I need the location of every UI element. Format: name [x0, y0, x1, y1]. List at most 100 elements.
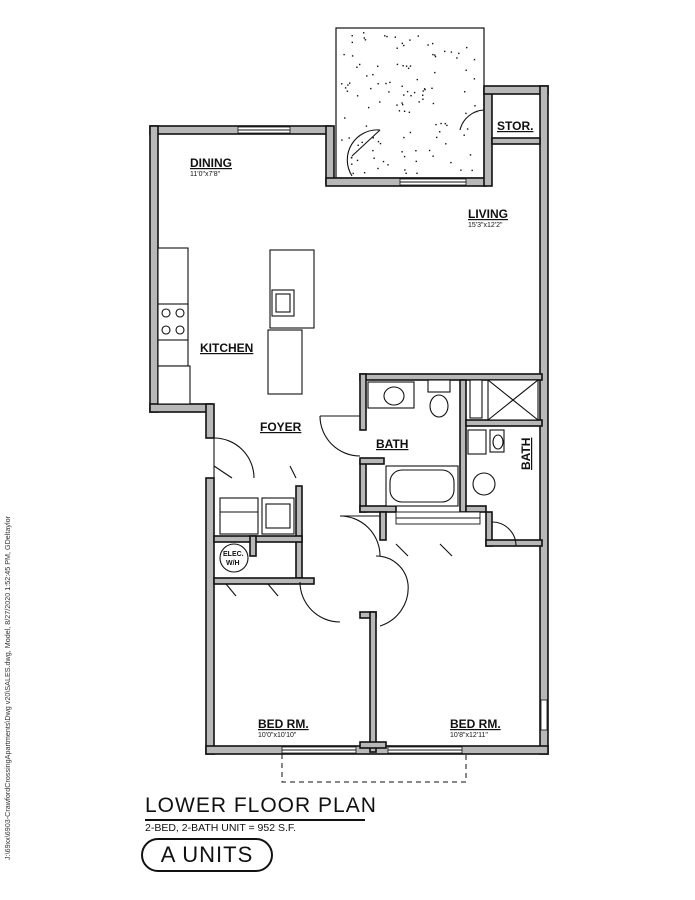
patio-speckle: [402, 65, 404, 67]
patio-speckle: [341, 83, 343, 85]
patio-speckle: [363, 172, 366, 174]
patio-speckle: [386, 35, 388, 38]
patio-speckle: [401, 102, 403, 104]
patio-speckle: [388, 91, 390, 93]
patio-speckle: [389, 81, 391, 84]
patio-speckle: [469, 154, 472, 156]
patio-speckle: [435, 123, 437, 126]
patio-speckle: [394, 36, 396, 38]
patio-speckle: [401, 151, 403, 153]
file-path-stamp: J:\69xx\6903-CrawfordCrossingApartments\…: [3, 516, 12, 860]
patio-speckle: [450, 51, 453, 53]
windows: [237, 126, 548, 754]
patio-speckle: [344, 117, 346, 119]
patio-speckle: [463, 134, 465, 136]
patio-speckle: [343, 53, 345, 56]
patio-speckle: [363, 37, 365, 39]
patio-speckle: [458, 52, 460, 55]
patio-speckle: [465, 112, 467, 115]
dim-bedroom-1: 10'0"x10'10": [258, 732, 297, 739]
patio-speckle: [356, 95, 359, 97]
patio-speckle: [444, 122, 446, 125]
patio-speckle: [403, 44, 405, 47]
patio-speckle: [351, 55, 354, 57]
patio-speckle: [356, 159, 359, 162]
patio-speckle: [471, 169, 473, 172]
patio-speckle: [373, 157, 375, 159]
patio-speckle: [465, 69, 467, 71]
patio-speckle: [439, 131, 441, 133]
patio-speckle: [415, 160, 417, 163]
patio-speckle: [450, 161, 452, 164]
patio-speckle: [364, 39, 367, 41]
patio-speckle: [396, 63, 399, 66]
patio-speckle: [408, 111, 411, 113]
units-badge: A UNITS: [141, 838, 273, 872]
label-storage: STOR.: [497, 119, 533, 133]
patio-speckle: [379, 142, 382, 145]
patio-speckle: [368, 106, 370, 109]
patio-speckle: [341, 139, 343, 141]
patio-speckle: [377, 167, 379, 170]
patio-speckle: [444, 50, 446, 53]
patio-speckle: [416, 172, 418, 174]
patio-speckle: [401, 85, 403, 87]
patio-speckle: [405, 65, 408, 67]
patio-speckle: [415, 150, 417, 152]
patio-speckle: [384, 35, 386, 37]
patio-speckle: [346, 90, 349, 92]
patio-speckle: [445, 143, 447, 145]
label-living: LIVING: [468, 207, 508, 221]
patio-speckle: [422, 98, 424, 100]
patio-speckle: [432, 155, 434, 157]
patio-speckle: [351, 41, 353, 44]
dim-bedroom-2: 10'8"x12'11": [450, 732, 488, 739]
label-dining: DINING: [190, 156, 232, 170]
patio-speckle: [403, 155, 406, 158]
patio-speckle: [424, 89, 426, 91]
patio-speckle: [403, 110, 406, 112]
patio-speckle: [396, 47, 398, 49]
patio-speckle: [436, 136, 438, 139]
plan-subtitle: 2-BED, 2-BATH UNIT = 952 S.F.: [145, 822, 297, 834]
patio-speckle: [409, 131, 412, 134]
label-bath-1: BATH: [376, 437, 408, 451]
patio-speckle: [473, 58, 476, 61]
label-wh: W/H: [226, 560, 240, 567]
patio-speckle: [387, 164, 389, 166]
patio-speckle: [344, 87, 347, 89]
patio-speckle: [385, 82, 387, 85]
patio-speckle: [431, 87, 433, 89]
label-bath-2: BATH: [519, 438, 533, 470]
label-kitchen: KITCHEN: [200, 341, 253, 355]
patio-speckle: [372, 149, 374, 152]
patio-speckle: [352, 172, 354, 175]
patio-speckle: [377, 65, 379, 67]
patio-speckle: [348, 137, 350, 139]
patio-speckle: [347, 84, 349, 86]
interior-walls: [213, 137, 543, 753]
patio-speckle: [370, 87, 372, 90]
water-heater: [219, 543, 249, 573]
patio-speckle: [359, 63, 361, 66]
label-bedroom-2: BED RM.: [450, 717, 501, 731]
patio-speckle: [356, 66, 358, 68]
patio-speckle: [372, 137, 374, 139]
patio-speckle: [404, 169, 406, 171]
patio-speckle: [402, 103, 404, 106]
patio-speckle: [409, 65, 412, 67]
patio-speckle: [460, 169, 462, 171]
patio-speckle: [366, 75, 368, 77]
patio-speckle: [432, 42, 434, 45]
patio-speckle: [407, 67, 410, 69]
patio-speckle: [398, 110, 401, 112]
patio-speckle: [406, 90, 409, 93]
patio-speckle: [349, 82, 351, 84]
patio-speckle: [372, 74, 374, 76]
title-underline: [145, 819, 365, 821]
doors: [213, 109, 517, 627]
patio-speckle: [427, 44, 429, 46]
patio-speckle: [396, 104, 398, 106]
kitchen-counters: [157, 247, 315, 405]
